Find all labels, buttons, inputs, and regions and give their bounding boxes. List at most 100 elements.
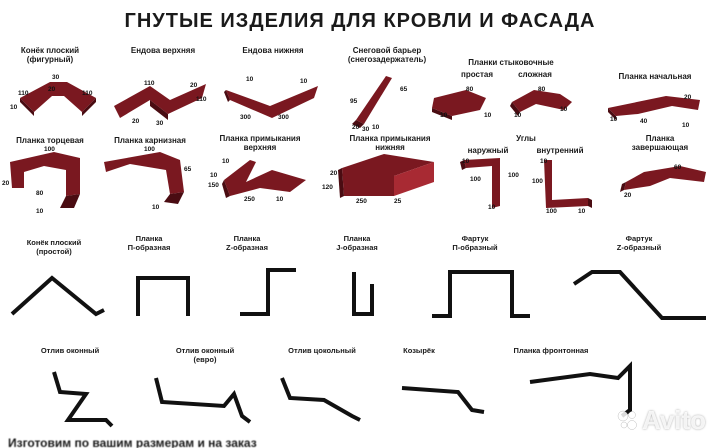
primykaniya-verh-figure <box>222 160 306 198</box>
dim: 30 <box>52 74 60 81</box>
dim: 65 <box>184 166 192 173</box>
label-line-2: (евро) <box>193 355 217 364</box>
dim: 80 <box>466 86 474 93</box>
zavershayuschaya-label: Планка завершающая <box>610 134 710 152</box>
p-obraznaya-figure <box>136 276 190 316</box>
dim: 10 <box>372 124 380 131</box>
z-obraznaya-label: Планка Z-образная <box>222 234 272 252</box>
dim: 40 <box>640 118 648 125</box>
avito-logo-icon <box>617 410 637 430</box>
j-obraznaya-figure <box>352 272 374 316</box>
dim: 10 <box>560 106 568 113</box>
konek-prostoy-figure <box>10 275 105 317</box>
planki-styk-sub1: простая <box>461 70 493 79</box>
dim: 10 <box>514 112 522 119</box>
fartuk-p-figure <box>432 270 530 318</box>
dim: 10 <box>36 208 44 215</box>
label-line-2: Z-образный <box>616 243 662 252</box>
label-line-2: нижняя <box>375 143 405 152</box>
planki-styk-sub2: сложная <box>518 70 552 79</box>
dim: 80 <box>538 86 546 93</box>
dim: 10 <box>540 158 548 165</box>
label-line-1: Планка <box>343 234 371 243</box>
dim: 10 <box>462 158 470 165</box>
dim: 20 <box>684 94 692 101</box>
label-line-1: Планка примыкания <box>219 134 301 143</box>
endova-niz-figure <box>224 86 318 118</box>
dim: 30 <box>362 126 370 133</box>
label-line-1: Конёк плоский <box>26 238 82 247</box>
konek-figurny-label: Конёк плоский (фигурный) <box>10 46 90 64</box>
snegovoy-label: Снеговой барьер (снегозадержатель) <box>332 46 442 64</box>
dim: 20 <box>190 82 198 89</box>
label-line-1: Планка <box>135 234 163 243</box>
dim: 10 <box>578 208 586 215</box>
label-line-2: завершающая <box>631 143 689 152</box>
dim: 110 <box>82 90 93 97</box>
frontonnaya-figure <box>529 361 632 418</box>
dim: 10 <box>222 158 230 165</box>
dim: 300 <box>278 114 289 121</box>
otliv-evro-figure <box>154 377 252 424</box>
label-line-2: (снегозадержатель) <box>347 55 427 64</box>
frontonnaya-label: Планка фронтонная <box>513 346 589 355</box>
dim: 10 <box>682 122 690 129</box>
fartuk-z-label: Фартук Z-образный <box>604 234 674 252</box>
kozyrek-label: Козырёк <box>403 346 435 355</box>
endova-verh-figure <box>114 84 206 120</box>
tortsevaya-label: Планка торцевая <box>16 136 84 145</box>
endova-niz-label: Ендова нижняя <box>242 46 304 55</box>
label-line-1: Фартук <box>461 234 489 243</box>
primykaniya-niz-figure <box>338 154 434 198</box>
label-line-1: Планка <box>233 234 261 243</box>
j-obraznaya-label: Планка J-образная <box>332 234 382 252</box>
dim: 10 <box>488 204 496 211</box>
dim: 10 <box>246 76 254 83</box>
dim: 60 <box>674 164 682 171</box>
label-line-2: Z-образная <box>226 243 268 252</box>
dim: 20 <box>132 118 140 125</box>
dim: 10 <box>300 78 308 85</box>
p-obraznaya-label: Планка П-образная <box>124 234 174 252</box>
fartuk-p-label: Фартук П-образный <box>440 234 510 252</box>
dim: 120 <box>322 184 333 191</box>
dim: 100 <box>508 172 519 179</box>
dim: 10 <box>210 172 218 179</box>
ugly-figure <box>460 158 592 208</box>
label-line-1: Конёк плоский <box>20 46 80 55</box>
dim: 30 <box>156 120 164 127</box>
label-line-1: Снеговой барьер <box>352 46 422 55</box>
dim: 150 <box>208 182 219 189</box>
karniznaya-figure <box>104 152 184 204</box>
dim: 80 <box>36 190 44 197</box>
ugly-sub1: наружный <box>467 146 509 155</box>
ugly-sub2: внутренний <box>536 146 584 155</box>
dim: 95 <box>350 98 358 105</box>
otliv-evro-label: Отлив оконный (евро) <box>160 346 250 364</box>
label-line-2: J-образная <box>336 243 378 252</box>
ugly-label: Углы <box>516 134 536 143</box>
dim: 100 <box>144 146 155 153</box>
dim: 10 <box>152 204 160 211</box>
planka-nach-label: Планка начальная <box>618 72 692 81</box>
dim: 10 <box>276 196 284 203</box>
dim: 300 <box>240 114 251 121</box>
snegovoy-figure <box>352 76 392 128</box>
watermark-text: Avito <box>641 404 706 435</box>
label-line-1: Отлив оконный <box>175 346 235 355</box>
primykaniya-verh-label: Планка примыкания верхняя <box>204 134 316 152</box>
konek-figurny-figure <box>20 82 96 116</box>
dim: 20 <box>48 86 56 93</box>
label-line-1: Планка <box>645 134 675 143</box>
z-obraznaya-figure <box>240 268 296 316</box>
karniznaya-label: Планка карнизная <box>114 136 186 145</box>
dim: 20 <box>330 170 338 177</box>
label-line-1: Фартук <box>625 234 653 243</box>
avito-watermark: Avito <box>616 404 706 436</box>
dim: 25 <box>394 198 402 205</box>
dim: 20 <box>352 124 360 131</box>
page-title: ГНУТЫЕ ИЗДЕЛИЯ ДЛЯ КРОВЛИ И ФАСАДА <box>124 10 596 32</box>
dim: 20 <box>2 180 10 187</box>
planki-styk-label: Планки стыковочные <box>468 58 554 67</box>
